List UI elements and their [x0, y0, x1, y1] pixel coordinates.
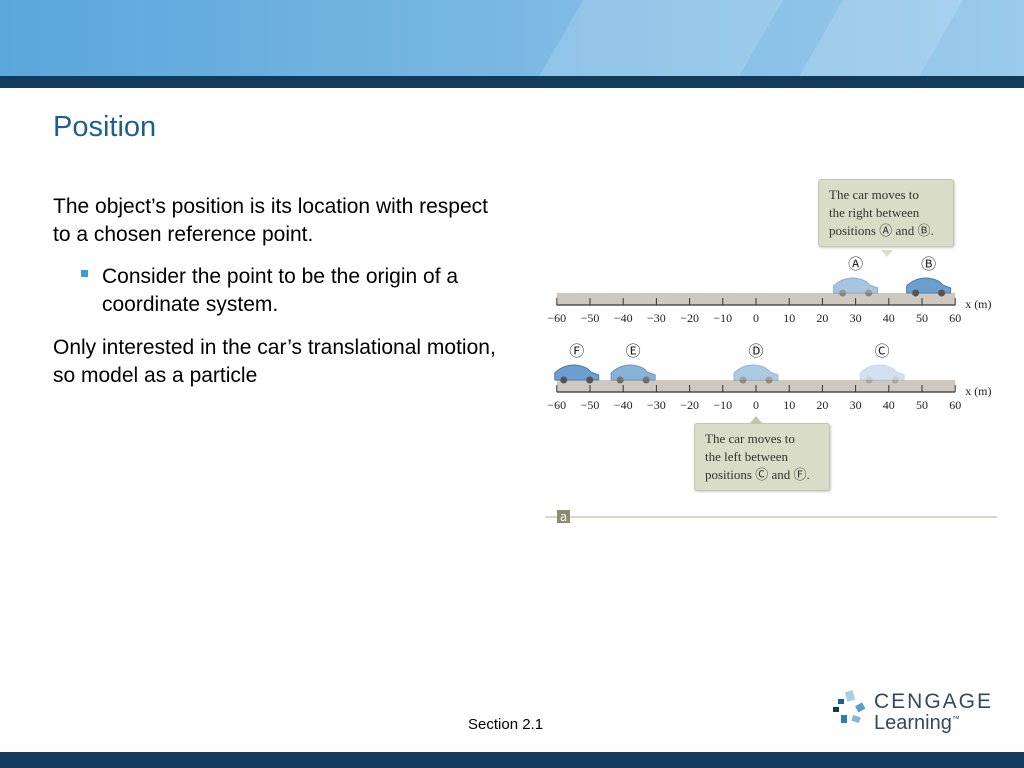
header-banner	[0, 0, 1024, 76]
logo-tm: ™	[951, 714, 960, 724]
car-wheel	[865, 289, 873, 297]
car-wheel	[642, 376, 650, 384]
header-bar	[0, 76, 1024, 88]
car-wheel	[616, 376, 624, 384]
paragraph-particle: Only interested in the car’s translation…	[53, 336, 496, 387]
car-position-label: Ⓑ	[921, 255, 936, 273]
tick-label: 50	[916, 311, 928, 325]
callout-line: the left between	[705, 449, 789, 464]
tick-label: 0	[753, 311, 759, 325]
car-wheel	[891, 376, 899, 384]
car-icon	[859, 364, 905, 384]
tick-label: 20	[816, 311, 828, 325]
tick-label: −60	[547, 398, 566, 412]
car-wheel	[865, 376, 873, 384]
callout-line: The car moves to	[829, 187, 919, 202]
tick-label: −40	[614, 398, 633, 412]
logo-text-cengage: CENGAGE	[874, 690, 994, 713]
car-wheel	[938, 289, 946, 297]
figure-svg: −60 −50 −40 −30 −20 −10 0 10 20 30 40 50 60 x (m) Ⓐ Ⓑ −6…	[545, 250, 997, 524]
car-body	[554, 364, 600, 381]
car-icon	[733, 364, 779, 384]
section-footer: Section 2.1	[468, 716, 544, 733]
tick-label: 20	[816, 398, 828, 412]
car-body	[833, 277, 879, 294]
car-wheel	[765, 376, 773, 384]
slide-title: Position	[53, 111, 157, 143]
logo-text-learning: Learning™	[874, 712, 960, 735]
car-position-label: Ⓕ	[569, 342, 584, 360]
callout-line: the right between	[829, 205, 920, 220]
tick-label: 0	[753, 398, 759, 412]
logo-learning: Learning	[874, 712, 952, 734]
panel-label: a	[560, 510, 567, 524]
car-body	[906, 277, 952, 294]
callout-line: positions Ⓐ and Ⓑ.	[829, 223, 934, 238]
tick-label: 30	[850, 311, 862, 325]
tick-label: −10	[713, 398, 732, 412]
tick-label: 60	[949, 311, 961, 325]
car-wheel	[739, 376, 747, 384]
tick-label: −20	[680, 398, 699, 412]
car-body	[733, 364, 779, 381]
callout-line: The car moves to	[705, 431, 795, 446]
tick-label: −30	[647, 398, 666, 412]
axis-label: x (m)	[965, 384, 991, 398]
car-icon	[610, 364, 656, 384]
car-wheel	[586, 376, 594, 384]
callout-pointer	[750, 416, 762, 423]
tick-label: −20	[680, 311, 699, 325]
car-position-label: Ⓓ	[748, 342, 763, 360]
car-position-label: Ⓔ	[626, 342, 641, 360]
tick-label: 30	[850, 398, 862, 412]
car-icon	[906, 277, 952, 297]
tick-label: −60	[547, 311, 566, 325]
car-wheel	[839, 289, 847, 297]
car-icon	[833, 277, 879, 297]
car-position-label: Ⓐ	[848, 255, 863, 273]
car-position-label: Ⓒ	[875, 342, 890, 360]
logo-mark-icon	[833, 690, 866, 724]
tick-label: −30	[647, 311, 666, 325]
tick-label: 40	[883, 398, 895, 412]
car-wheel	[912, 289, 920, 297]
axis-label: x (m)	[965, 297, 991, 311]
paragraph-position: The object’s position is its location wi…	[53, 195, 488, 246]
bullet-origin: Consider the point to be the origin of a…	[102, 265, 459, 316]
callout-pointer	[881, 250, 893, 257]
tick-label: −50	[581, 398, 600, 412]
tick-label: 60	[949, 398, 961, 412]
car-icon	[554, 364, 600, 384]
callout-right: The car moves to the right between posit…	[818, 179, 954, 247]
tick-label: 10	[783, 398, 795, 412]
bullet-icon	[81, 270, 88, 277]
car-body	[610, 364, 656, 381]
tick-label: −50	[581, 311, 600, 325]
tick-label: 10	[783, 311, 795, 325]
car-body	[859, 364, 905, 381]
car-wheel	[560, 376, 568, 384]
footer-bar	[0, 752, 1024, 768]
panel-label-box	[557, 510, 570, 523]
tick-label: −10	[713, 311, 732, 325]
tick-label: −40	[614, 311, 633, 325]
tick-label: 50	[916, 398, 928, 412]
cengage-logo: CENGAGE Learning™	[832, 690, 991, 739]
tick-label: 40	[883, 311, 895, 325]
callout-left: The car moves to the left between positi…	[694, 423, 830, 491]
callout-line: positions Ⓒ and Ⓕ.	[705, 467, 810, 482]
position-figure: −60 −50 −40 −30 −20 −10 0 10 20 30 40 50 60 x (m) Ⓐ Ⓑ −6…	[540, 175, 1010, 540]
